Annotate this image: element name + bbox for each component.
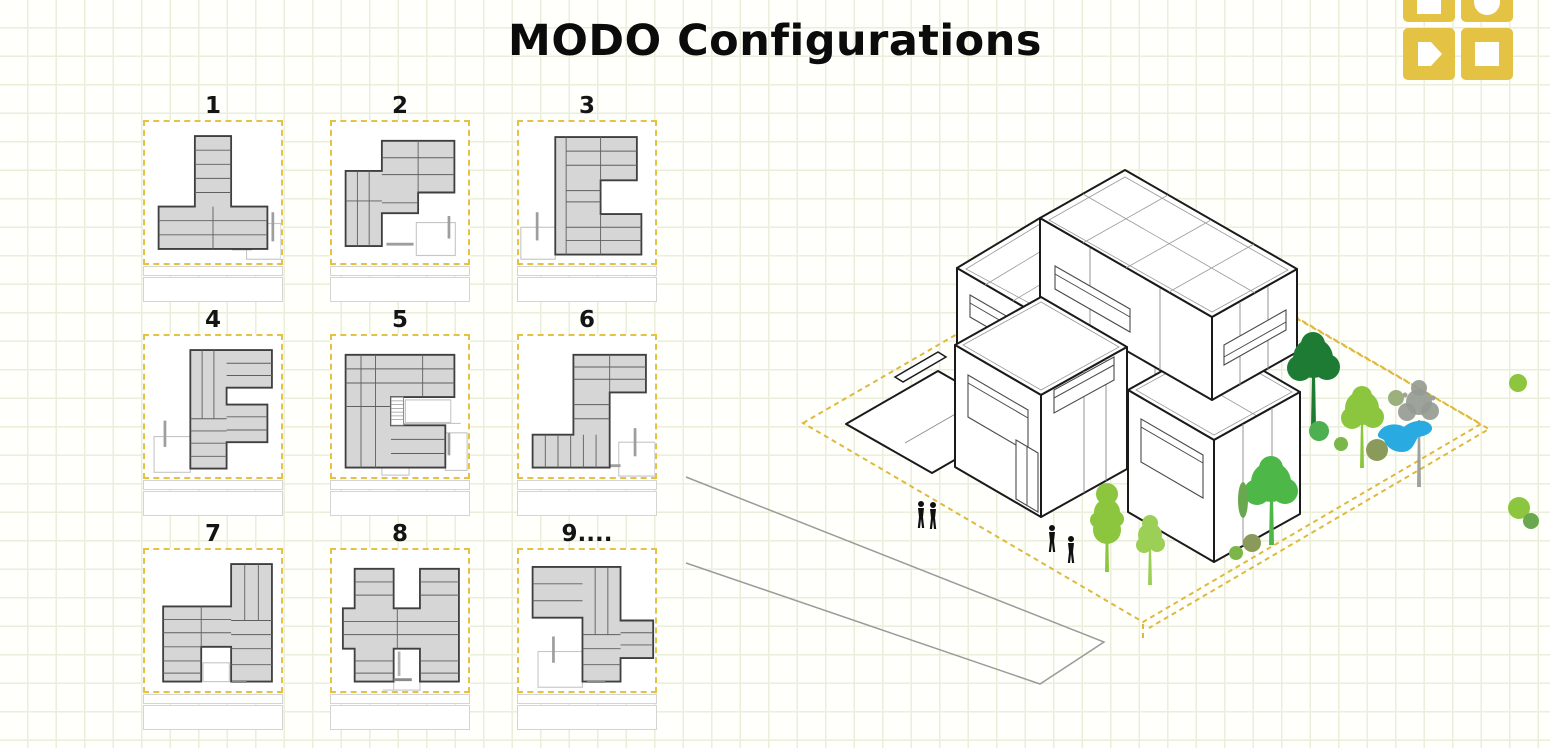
- site-illustration: [685, 169, 1539, 685]
- tree: [1287, 332, 1340, 427]
- config-item: 9....: [517, 522, 657, 730]
- config-item: 5: [330, 308, 470, 516]
- config-label-strip: [517, 480, 657, 490]
- config-number: 1: [204, 93, 221, 119]
- config-plan-box: [517, 120, 657, 265]
- site-boundary: [801, 226, 1491, 640]
- config-number: 5: [391, 307, 408, 333]
- floor-plan-7-icon: [162, 563, 273, 684]
- floor-plan-5-icon: [344, 353, 468, 476]
- tree: [1244, 456, 1298, 545]
- config-label-strip: [517, 266, 657, 276]
- config-plan-box: [517, 548, 657, 693]
- floor-plan-3-icon: [520, 136, 643, 260]
- config-grid: 1 2: [143, 94, 657, 730]
- ground-module-left: [954, 296, 1128, 518]
- config-item: 1: [143, 94, 283, 302]
- logo-circle-icon: [1474, 0, 1500, 15]
- people: [917, 501, 1075, 563]
- config-number: 8: [391, 521, 408, 547]
- config-plan-box: [143, 548, 283, 693]
- config-plan-box: [143, 120, 283, 265]
- config-number: 9....: [561, 521, 613, 547]
- road-path: [685, 476, 1106, 685]
- config-number: 3: [578, 93, 595, 119]
- config-label-strip: [330, 480, 470, 490]
- bushes: [1229, 374, 1539, 560]
- floor-plan-4-icon: [153, 349, 273, 473]
- config-label-strip: [330, 694, 470, 704]
- config-plan-box: [517, 334, 657, 479]
- floor-plan-1-icon: [157, 135, 281, 260]
- config-label-strip: [143, 266, 283, 276]
- config-number: 6: [578, 307, 595, 333]
- floor-plan-9-icon: [531, 565, 655, 688]
- config-plan-box: [143, 334, 283, 479]
- tree: [1398, 380, 1439, 487]
- building: [845, 169, 1301, 563]
- config-label-strip: [517, 694, 657, 704]
- config-label-strip: [143, 491, 283, 516]
- upper-module-right: [1039, 169, 1298, 401]
- person: [917, 501, 925, 528]
- config-label-strip: [330, 705, 470, 730]
- config-label-strip: [330, 491, 470, 516]
- config-label-strip: [517, 491, 657, 516]
- config-item: 4: [143, 308, 283, 516]
- page-title: MODO Configurations: [508, 16, 1042, 66]
- person: [929, 502, 937, 529]
- config-item: 8: [330, 522, 470, 730]
- config-item: 6: [517, 308, 657, 516]
- logo-tile: [1461, 0, 1513, 22]
- logo-tile: [1403, 0, 1455, 22]
- config-label-strip: [143, 705, 283, 730]
- config-label-strip: [517, 705, 657, 730]
- config-item: 3: [517, 94, 657, 302]
- floor-plan-2-icon: [344, 139, 456, 257]
- logo-square-icon: [1475, 42, 1499, 66]
- floor-plan-8-icon: [341, 567, 460, 691]
- config-plan-box: [330, 334, 470, 479]
- config-plan-box: [330, 548, 470, 693]
- logo-tile: [1461, 28, 1513, 80]
- config-label-strip: [330, 277, 470, 302]
- config-label-strip: [143, 480, 283, 490]
- logo-square-icon: [1417, 0, 1441, 14]
- logo-play-icon: [1418, 42, 1442, 66]
- config-label-strip: [517, 277, 657, 302]
- config-number: 4: [204, 307, 221, 333]
- config-label-strip: [143, 277, 283, 302]
- tree: [1341, 386, 1384, 468]
- config-label-strip: [143, 694, 283, 704]
- config-item: 2: [330, 94, 470, 302]
- tree: [1090, 483, 1124, 572]
- config-number: 7: [204, 521, 221, 547]
- pond: [1377, 420, 1433, 452]
- modo-logo: [1403, 0, 1513, 80]
- logo-tile: [1403, 28, 1455, 80]
- floor-plan-6-icon: [531, 353, 655, 477]
- person: [1048, 525, 1056, 552]
- config-item: 7: [143, 522, 283, 730]
- tree: [1136, 515, 1165, 585]
- config-number: 2: [391, 93, 408, 119]
- landscape: [1090, 332, 1539, 585]
- config-label-strip: [330, 266, 470, 276]
- config-plan-box: [330, 120, 470, 265]
- person: [1067, 536, 1075, 563]
